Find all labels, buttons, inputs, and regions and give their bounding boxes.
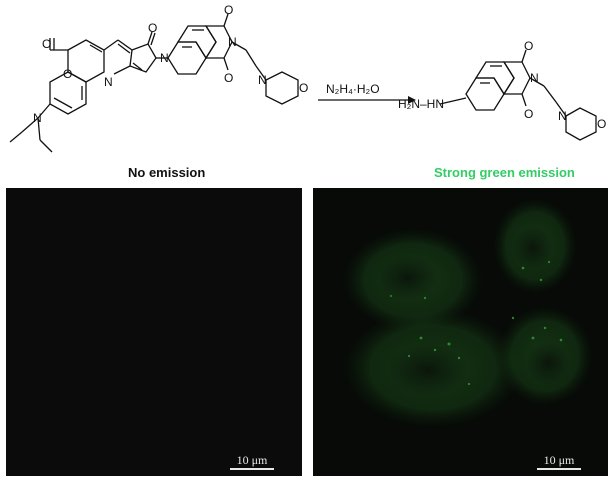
fluorescent-cells — [343, 198, 593, 428]
panel-label-green-emission: Strong green emission — [434, 165, 575, 180]
svg-text:O: O — [63, 67, 72, 81]
micrograph-green-emission: 10 μm — [313, 188, 608, 476]
svg-text:O: O — [42, 37, 51, 51]
svg-text:N: N — [104, 75, 113, 89]
reagent-label: N₂H₄·H₂O — [326, 82, 380, 96]
probe-atom-labels: O O O N N O O N N O N — [33, 3, 308, 125]
svg-text:N: N — [558, 109, 567, 123]
scalebar-left-label: 10 μm — [236, 453, 268, 467]
svg-text:N: N — [33, 111, 42, 125]
svg-text:O: O — [524, 39, 533, 53]
svg-text:N: N — [160, 51, 169, 65]
hydrazine-group: H₂N–HN — [398, 97, 444, 111]
scalebar-right: 10 μm — [537, 454, 581, 470]
svg-text:O: O — [224, 71, 233, 85]
probe-structure — [9, 13, 299, 153]
product-atom-labels: H₂N–HN O O N N O — [398, 39, 606, 131]
reaction-arrow — [318, 96, 416, 104]
svg-text:N: N — [530, 71, 539, 85]
svg-text:O: O — [597, 117, 606, 131]
scalebar-left: 10 μm — [230, 454, 274, 470]
scalebar-right-bar — [537, 468, 581, 470]
svg-text:O: O — [224, 3, 233, 17]
svg-text:N: N — [258, 73, 267, 87]
scalebar-right-label: 10 μm — [543, 453, 575, 467]
product-structure — [439, 49, 597, 141]
panel-label-no-emission: No emission — [128, 165, 206, 180]
micrograph-no-emission: 10 μm — [6, 188, 302, 476]
svg-text:O: O — [148, 21, 157, 35]
scalebar-left-bar — [230, 468, 274, 470]
svg-text:O: O — [524, 107, 533, 121]
svg-text:N: N — [228, 35, 237, 49]
svg-text:O: O — [299, 81, 308, 95]
reaction-scheme: O O O N N O O N N O N N₂H₄·H₂O H₂N–HN O … — [9, 3, 606, 153]
